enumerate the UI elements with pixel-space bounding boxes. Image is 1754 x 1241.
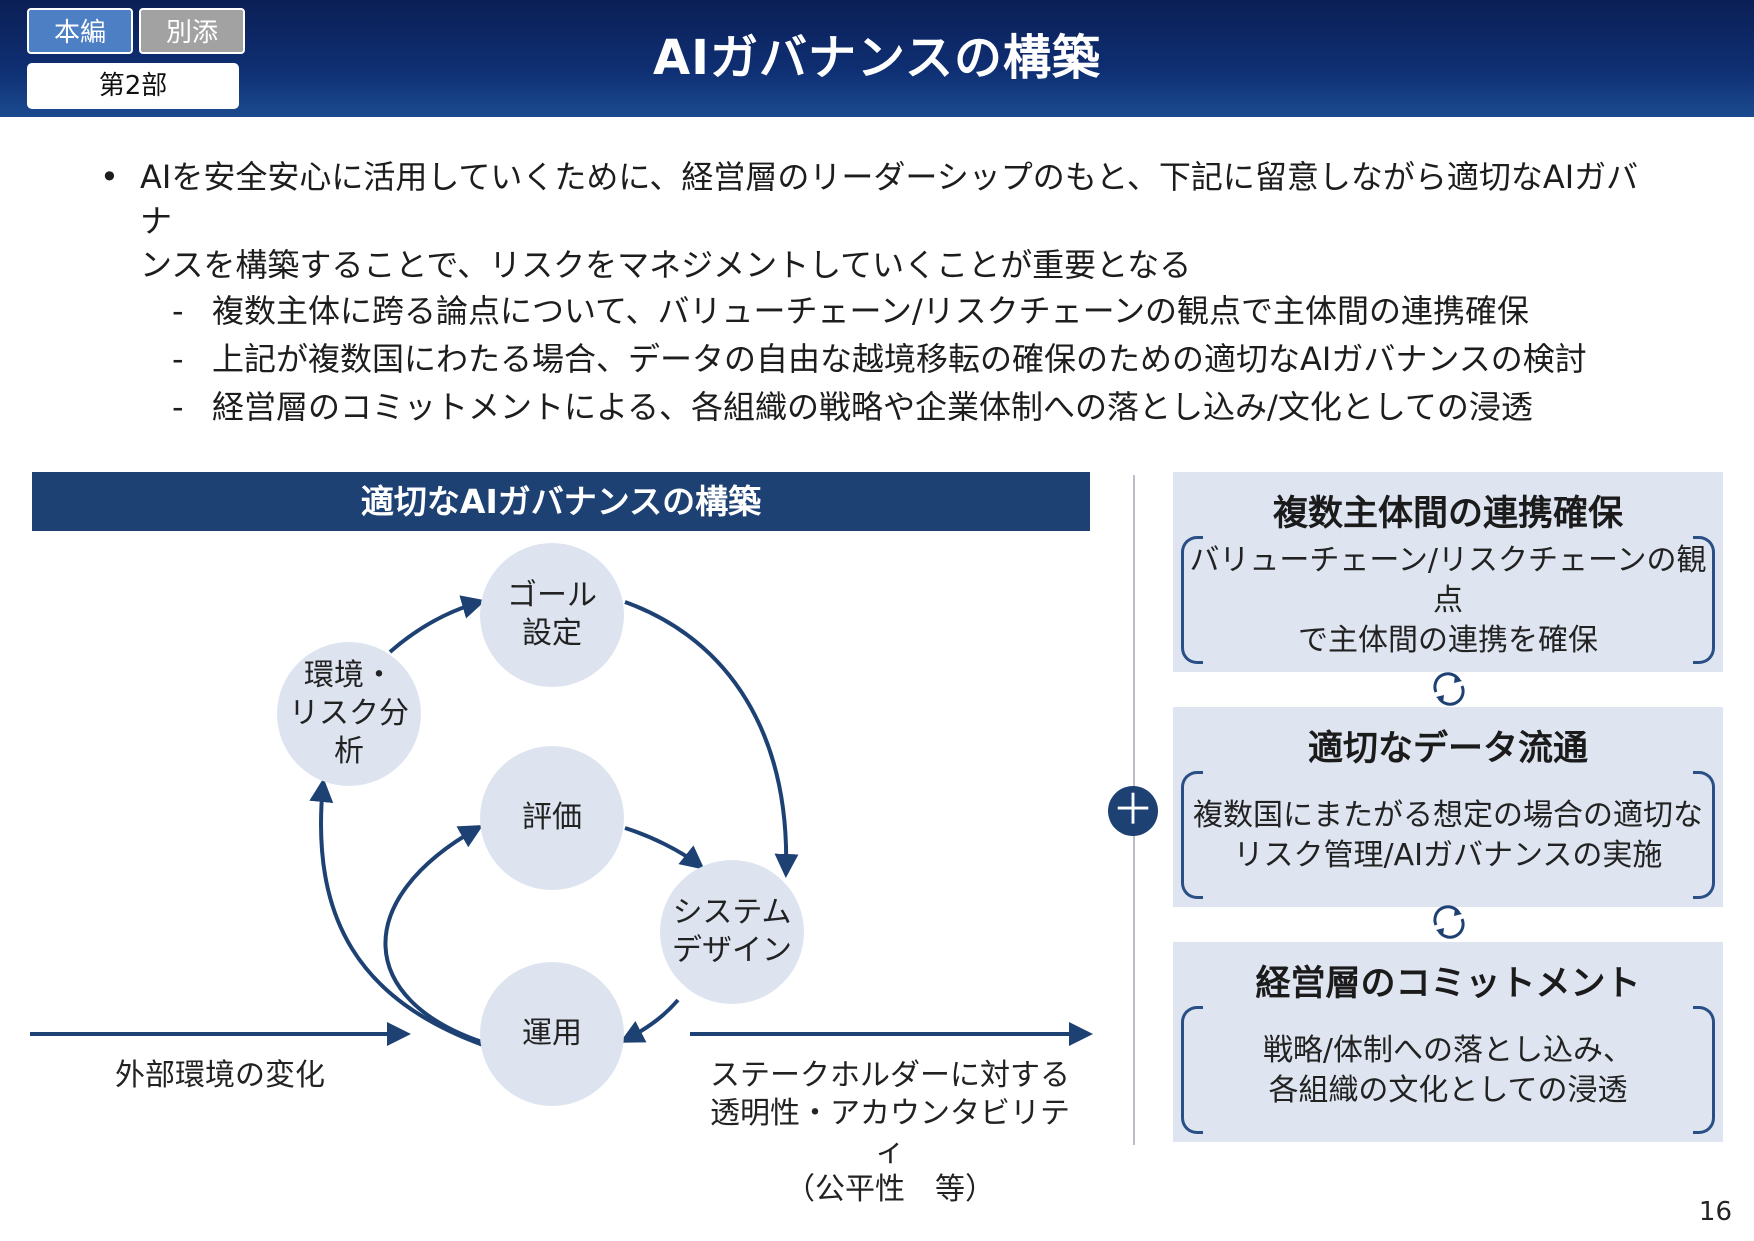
header-bar: AIガバナンスの構築 本編 別添 第2部 — [0, 0, 1754, 117]
dash-icon: - — [172, 340, 184, 378]
tab-appendix[interactable]: 別添 — [139, 8, 245, 54]
cycle-icon — [1433, 905, 1465, 939]
card-body: 戦略/体制への落とし込み、 各組織の文化としての浸透 — [1262, 1033, 1634, 1108]
cycle-icon — [1433, 672, 1465, 706]
arrow-env-to-goal — [388, 595, 486, 654]
bullet-dot: • — [100, 158, 119, 196]
arrow-goal-to-system — [624, 600, 799, 878]
page-number: 16 — [1698, 1197, 1732, 1227]
card-collaboration: 複数主体間の連携確保 バリューチェーン/リスクチェーンの観点 で主体間の連携を確… — [1173, 472, 1723, 672]
bullet-sub-1: - 複数主体に跨る論点について、バリューチェーン/リスクチェーンの観点で主体間の… — [100, 287, 1660, 335]
card-title: 適切なデータ流通 — [1307, 729, 1588, 769]
bullet-sub-3: - 経営層のコミットメントによる、各組織の戦略や企業体制への落とし込み/文化とし… — [100, 383, 1660, 431]
stakeholder-label: ステークホルダーに対する 透明性・アカウンタビリティ （公平性 等） — [710, 1058, 1070, 1207]
card-data-flow: 適切なデータ流通 複数国にまたがる想定の場合の適切な リスク管理/AIガバナンス… — [1173, 707, 1723, 907]
plus-icon: ＋ — [1108, 786, 1158, 836]
bracket-right — [1693, 1006, 1715, 1134]
card-body: バリューチェーン/リスクチェーンの観点 で主体間の連携を確保 — [1189, 543, 1707, 658]
page-title: AIガバナンスの構築 — [652, 30, 1102, 86]
dash-icon: - — [172, 292, 184, 330]
bracket-left — [1181, 771, 1203, 899]
bracket-left — [1181, 536, 1203, 664]
bullet-sub-2: - 上記が複数国にわたる場合、データの自由な越境移転の確保のための適切なAIガバ… — [100, 335, 1660, 383]
node-env-risk: 環境・ リスク分析 — [277, 642, 421, 786]
bullet-main-line1: AIを安全安心に活用していくために、経営層のリーダーシップのもと、下記に留意しな… — [140, 158, 1639, 240]
bracket-right — [1693, 771, 1715, 899]
node-eval: 評価 — [480, 746, 624, 890]
arrow-system-to-ops — [619, 998, 680, 1043]
bullet-main-line2: ンスを構築することで、リスクをマネジメントしていくことが重要となる — [140, 246, 1192, 284]
arrow-ops-to-env — [309, 778, 484, 1047]
arrow-ops-to-eval — [383, 825, 484, 1044]
card-title: 複数主体間の連携確保 — [1272, 494, 1623, 534]
cycle-title: 適切なAIガバナンスの構築 — [32, 472, 1090, 531]
dash-icon: - — [172, 388, 184, 426]
node-goal: ゴール 設定 — [480, 543, 624, 687]
part-label: 第2部 — [27, 63, 239, 109]
bracket-right — [1693, 536, 1715, 664]
bullet-list: • AIを安全安心に活用していくために、経営層のリーダーシップのもと、下記に留意… — [100, 155, 1660, 431]
bracket-left — [1181, 1006, 1203, 1134]
tab-main[interactable]: 本編 — [27, 8, 133, 54]
card-title: 経営層のコミットメント — [1255, 964, 1641, 1004]
node-ops: 運用 — [480, 962, 624, 1106]
arrow-eval-to-system — [624, 826, 705, 870]
external-change-label: 外部環境の変化 — [115, 1058, 325, 1093]
card-management-commitment: 経営層のコミットメント 戦略/体制への落とし込み、 各組織の文化としての浸透 — [1173, 942, 1723, 1142]
bullet-main: • AIを安全安心に活用していくために、経営層のリーダーシップのもと、下記に留意… — [100, 155, 1660, 287]
node-system-design: システム デザイン — [660, 860, 804, 1004]
card-body: 複数国にまたがる想定の場合の適切な リスク管理/AIガバナンスの実施 — [1193, 798, 1703, 873]
